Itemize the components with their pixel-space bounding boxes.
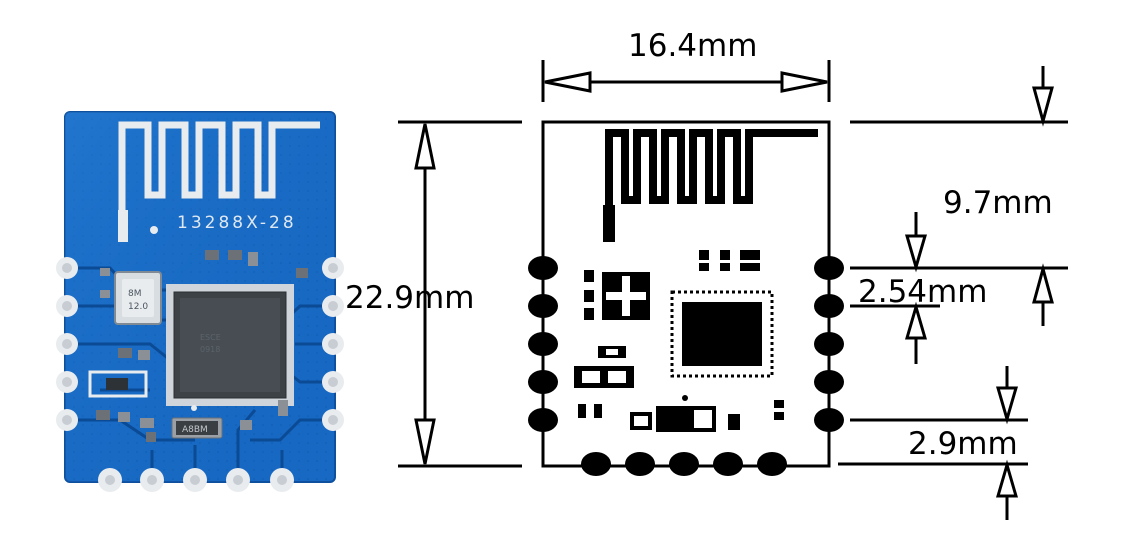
width-dimension-label: 16.4mm bbox=[628, 28, 757, 64]
photo-crystal: 8M 12.0 bbox=[114, 271, 162, 325]
drawing-right-pads bbox=[814, 256, 844, 432]
svg-text:8M: 8M bbox=[128, 289, 142, 299]
width-dimension bbox=[541, 60, 831, 102]
module-photo: 13288X-28 bbox=[56, 111, 344, 492]
pitch-dimension-label: 2.54mm bbox=[858, 274, 987, 310]
component-label: A8BM bbox=[182, 425, 208, 435]
drawing-left-pads bbox=[528, 256, 558, 432]
photo-left-pads bbox=[56, 257, 78, 431]
right-dimensions bbox=[838, 66, 1068, 520]
drawing-components bbox=[574, 250, 784, 432]
svg-text:ESCE: ESCE bbox=[200, 333, 221, 342]
dimension-drawing bbox=[398, 60, 831, 468]
svg-text:0918: 0918 bbox=[200, 345, 220, 354]
antenna-dimension-label: 9.7mm bbox=[943, 185, 1053, 221]
drawing-antenna bbox=[605, 129, 818, 240]
bottom-dimension-label: 2.9mm bbox=[908, 426, 1018, 462]
photo-chip: ESCE 0918 bbox=[166, 284, 294, 406]
photo-components: A8BM bbox=[88, 250, 308, 442]
board-label: 13288X-28 bbox=[177, 213, 297, 233]
drawing-bottom-pads bbox=[581, 452, 787, 476]
height-dimension-label: 22.9mm bbox=[345, 280, 474, 316]
photo-bottom-pads bbox=[98, 468, 294, 492]
pcb-antenna bbox=[118, 121, 320, 240]
photo-right-pads bbox=[322, 257, 344, 431]
svg-text:12.0: 12.0 bbox=[128, 302, 148, 312]
height-dimension bbox=[398, 120, 522, 468]
